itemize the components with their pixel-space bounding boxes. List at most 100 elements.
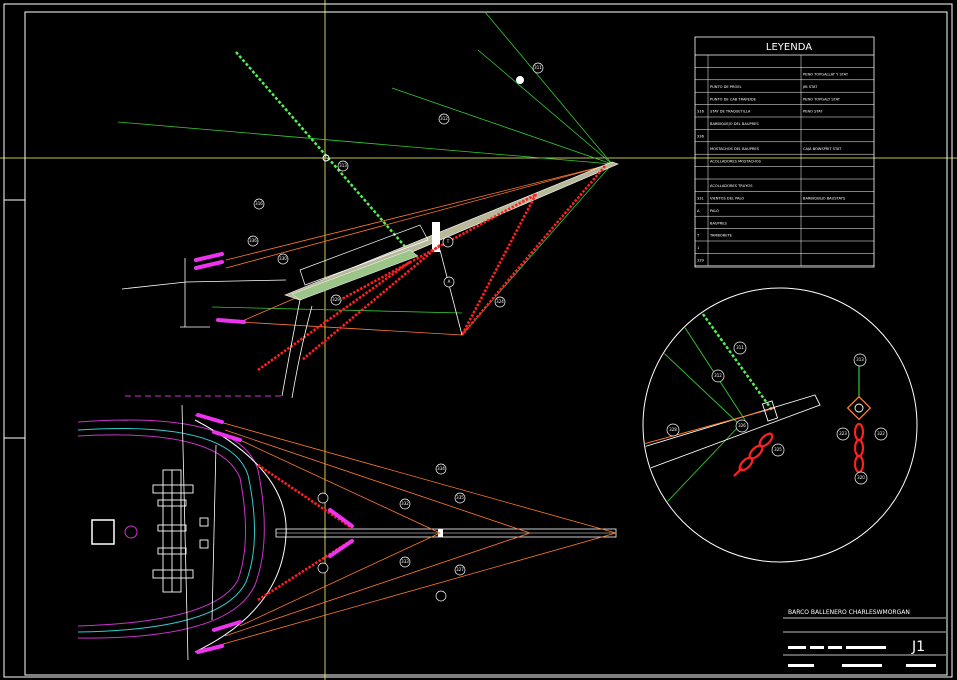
callout-circle-320 [854, 471, 868, 485]
legend-cell-left: PUNTO DE CAB TRAPEIDE [710, 97, 757, 101]
frame-line [181, 404, 189, 661]
title-field-bar-2 [810, 646, 824, 649]
callout-circle-330 [277, 253, 289, 265]
windlass-collar-1 [157, 499, 187, 507]
green-stay-line-3 [477, 49, 613, 165]
detail-circle-view: 311 312 328 326 325 313 323 322 320 [642, 287, 918, 563]
callout-circle-336 [247, 235, 259, 247]
label-313: 313 [339, 163, 347, 168]
legend-cell-right: CAJA BOWSPRIT STAT [803, 147, 842, 151]
callout-circle-detail-312 [711, 369, 725, 383]
bitt-box-1 [199, 517, 209, 527]
label-330: 330 [279, 256, 287, 261]
callout-circle-328 [666, 423, 680, 437]
legend-cell-left: BARBIQUEJO DEL BAUPRES [710, 122, 759, 126]
title-field-bar-7 [906, 664, 936, 667]
plan-turnbuckle-6 [328, 539, 354, 558]
detail-jib-stay [698, 309, 774, 411]
label-detail-311: 311 [736, 345, 744, 350]
callout-circle-T [442, 236, 454, 248]
hull-sheer-line [121, 279, 287, 290]
plan-chain-1 [257, 463, 353, 530]
legend-cell-right: PENO TOPGALLAT Y STAT [803, 72, 849, 76]
title-field-bar-6 [842, 664, 882, 667]
label-322: 322 [877, 431, 885, 436]
legend-cell-right: BARBIQUEJO BAUSTAYS [803, 196, 846, 200]
label-328: 328 [669, 427, 677, 432]
label-detail-312: 312 [714, 373, 722, 378]
legend-cell-left: BAUPRES [710, 221, 727, 225]
green-stay-line-4 [484, 11, 613, 165]
crosshair-snap-marker [322, 154, 330, 162]
label-A: A [448, 279, 451, 284]
plan-stay-6 [239, 532, 441, 627]
label-325: 325 [774, 447, 782, 452]
callout-circle-311 [532, 62, 544, 74]
turnbuckle-1 [194, 252, 224, 262]
callout-circle-326 [735, 419, 749, 433]
hatch-box [91, 519, 115, 545]
legend-cell-left: PUNTO DE PROEL [710, 85, 742, 89]
sheet-frame [3, 3, 953, 678]
label-320: 320 [857, 475, 865, 480]
bowsprit-band [438, 529, 443, 537]
orange-stay-1 [225, 163, 613, 261]
callout-circle-plan-3 [435, 590, 447, 602]
legend-cell-code: 336 [697, 134, 705, 138]
legend-cell-right: JIB STAT [802, 85, 818, 89]
plan-view: 334 335 332 333 327 [77, 404, 617, 661]
side-elevation-view: 311 312 313 316 336 330 T A 324 329 [117, 11, 619, 399]
windlass-collar-3 [157, 547, 187, 555]
callout-circle-335 [454, 492, 466, 504]
samson-post [432, 222, 440, 252]
callout-circle-313 [337, 160, 349, 172]
plan-stay-2 [194, 532, 617, 653]
legend-cell-right: PENO TOPGALT STAT [803, 97, 841, 101]
turnbuckle-3 [216, 318, 246, 324]
martingale-strut [439, 249, 463, 336]
plan-turnbuckle-5 [328, 508, 354, 528]
shackle-pin [854, 403, 864, 413]
bitt-box-2 [199, 539, 209, 549]
title-field-bar-3 [828, 646, 842, 649]
callout-circle-316 [253, 198, 265, 210]
detail-chain-end [733, 467, 743, 477]
legend-cell-left: ACOLLADORES MOSTACHOS [710, 159, 762, 163]
legend-cell-left: STAY DE TRAQUETILLA [710, 110, 751, 114]
plan-stay-1 [194, 414, 617, 534]
callout-circle-detail-311 [733, 341, 747, 355]
bowsprit-cap [299, 224, 429, 286]
legend-cell-left: PALO [710, 209, 719, 213]
plan-turnbuckle-2 [212, 430, 242, 442]
label-324: 324 [496, 299, 504, 304]
label-329: 329 [332, 297, 340, 302]
red-chain-2 [461, 165, 606, 336]
label-312: 312 [440, 116, 448, 121]
red-chain-4 [301, 244, 441, 361]
detail-green-1 [679, 319, 746, 421]
label-333: 333 [401, 559, 409, 564]
callout-circle-A [443, 276, 455, 288]
shackle-link-2 [853, 438, 865, 458]
title-field-bar-4 [846, 646, 886, 649]
label-316: 316 [255, 201, 263, 206]
title-field-bar-5 [788, 664, 814, 667]
legend-cell-code: A [697, 209, 700, 213]
detail-circle-border [642, 287, 918, 563]
title-field-bar-1 [788, 646, 806, 649]
outer-border [3, 3, 953, 678]
callout-circle-333 [399, 556, 411, 568]
label-335: 335 [456, 495, 464, 500]
legend-cell-code: 316 [697, 110, 705, 114]
green-stay-line-5 [461, 163, 613, 336]
stem-curve-inner [291, 305, 313, 399]
plan-stay-5 [239, 439, 441, 534]
legend-cell-left: MOSTACHOS DEL BAUPRES [710, 147, 760, 151]
legend-cell-code: 339 [697, 258, 705, 262]
callout-circle-327 [454, 564, 466, 576]
label-327: 327 [456, 567, 464, 572]
stem-curve [281, 299, 301, 397]
